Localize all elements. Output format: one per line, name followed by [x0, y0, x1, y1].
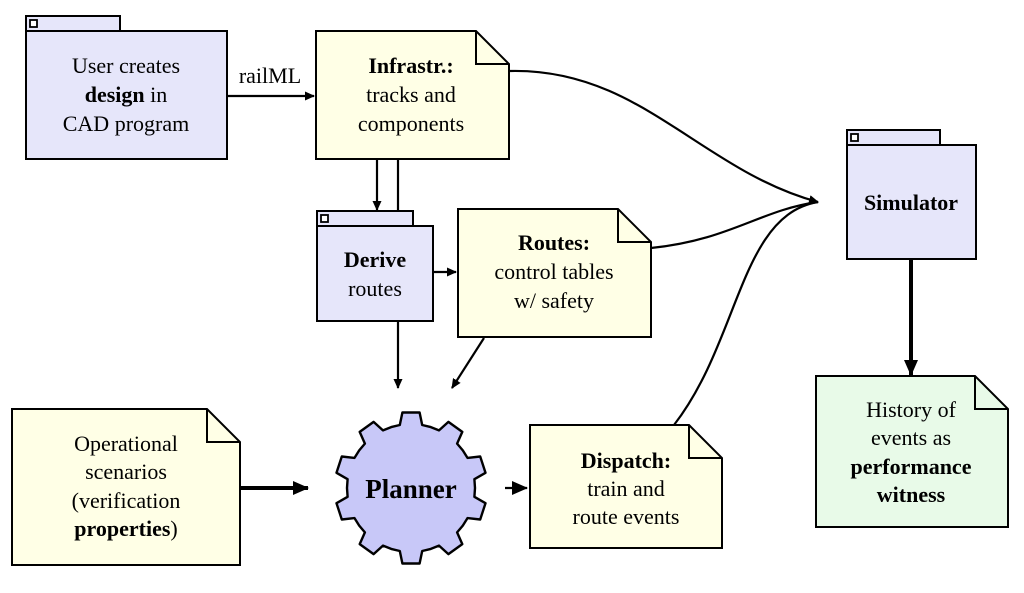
history-line4: witness — [877, 482, 946, 507]
window-icon — [29, 19, 38, 28]
dispatch-line2: train and — [587, 476, 665, 501]
operational-line1: Operational — [74, 431, 178, 456]
document-shape — [315, 30, 510, 160]
document-fold — [617, 209, 651, 243]
node-routes: Routes: control tables w/ safety — [457, 208, 652, 338]
window-icon — [320, 214, 329, 223]
document-fold — [974, 376, 1008, 410]
operational-line2: scenarios — [85, 459, 167, 484]
history-line3: performance — [851, 454, 972, 479]
window-body — [316, 225, 434, 322]
dispatch-line3: route events — [573, 504, 680, 529]
edge-infrastructure-to-simulator — [509, 69, 819, 204]
infrastructure-line2: tracks and — [366, 82, 456, 107]
user-design-line3: CAD program — [63, 111, 189, 136]
planner-title: Planner — [365, 474, 457, 504]
dispatch-title: Dispatch: — [581, 448, 671, 473]
document-shape — [815, 375, 1009, 528]
infrastructure-title: Infrastr.: — [368, 53, 453, 78]
document-fold — [688, 425, 722, 459]
edge-dispatch-to-simulator — [673, 200, 819, 426]
edge-routes-to-planner — [451, 337, 485, 389]
node-dispatch: Dispatch: train and route events — [529, 424, 723, 549]
document-shape — [529, 424, 723, 549]
document-fold — [475, 31, 509, 65]
document-fold — [206, 409, 240, 443]
history-line1: History of — [866, 397, 957, 422]
node-user-design: User creates design in CAD program — [25, 15, 228, 160]
operational-line3: (verification — [72, 488, 181, 513]
simulator-title: Simulator — [864, 190, 958, 215]
node-derive-routes: Derive routes — [316, 210, 434, 322]
window-icon — [850, 133, 859, 142]
node-simulator: Simulator — [846, 129, 977, 260]
operational-line4: properties) — [74, 516, 177, 541]
edge-label-railml: railML — [239, 63, 301, 88]
window-body — [25, 30, 228, 160]
routes-line2: control tables — [494, 259, 613, 284]
user-design-line2: design in — [85, 82, 168, 107]
derive-routes-line2: routes — [348, 276, 402, 301]
routes-line3: w/ safety — [514, 288, 594, 313]
window-title-bar — [25, 15, 121, 32]
window-body — [846, 144, 977, 260]
node-planner: Planner — [335, 411, 487, 565]
document-shape — [457, 208, 652, 338]
edge-routes-to-simulator — [650, 200, 819, 250]
edges — [228, 69, 918, 495]
node-history: History of events as performance witness — [815, 375, 1009, 528]
document-shape — [11, 408, 241, 566]
infrastructure-line3: components — [358, 111, 464, 136]
node-operational-scenarios: Operational scenarios (verification prop… — [11, 408, 241, 566]
user-design-line1: User creates — [72, 53, 180, 78]
derive-routes-title: Derive — [344, 247, 407, 272]
window-title-bar — [316, 210, 414, 227]
planner-gear-shape — [335, 411, 487, 565]
routes-title: Routes: — [518, 230, 590, 255]
history-line2: events as — [871, 425, 951, 450]
window-title-bar — [846, 129, 941, 146]
node-infrastructure: Infrastr.: tracks and components — [315, 30, 510, 160]
